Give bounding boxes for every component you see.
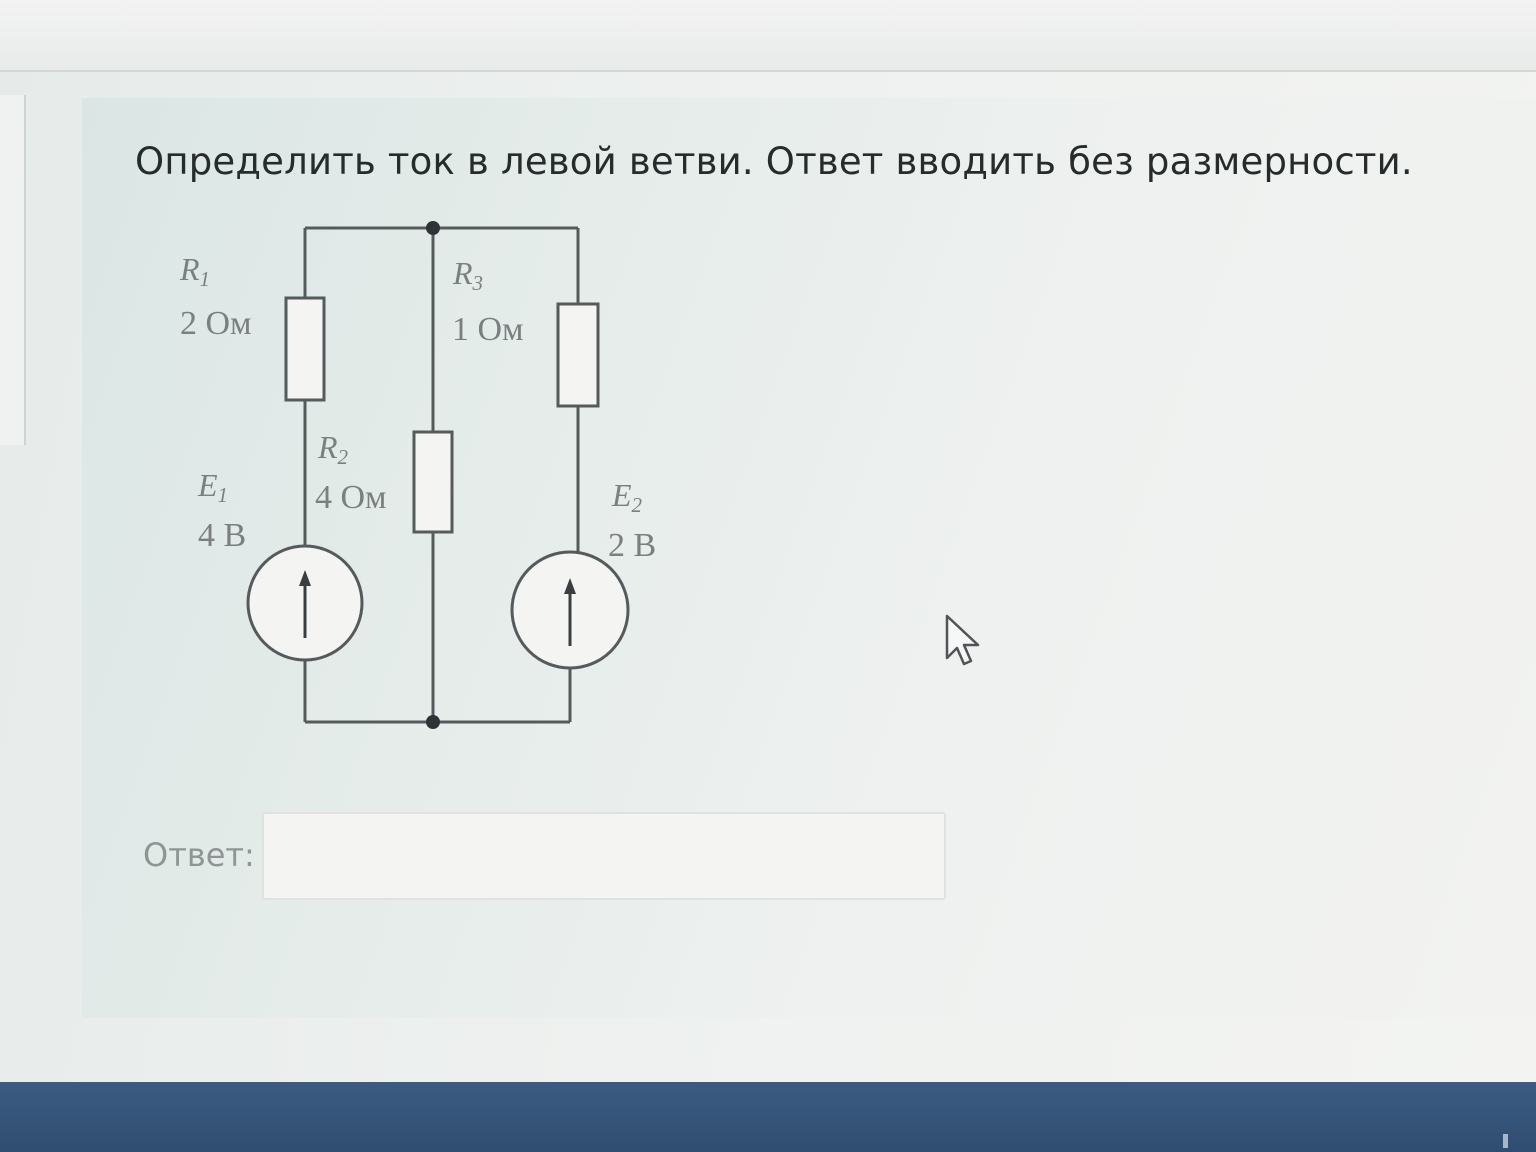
node-top bbox=[426, 221, 440, 235]
label-r3-name: R3 bbox=[452, 255, 483, 295]
mouse-pointer-icon bbox=[945, 614, 980, 666]
label-e1-name: E1 bbox=[197, 467, 228, 507]
label-r1-value: 2 Ом bbox=[180, 305, 252, 342]
taskbar bbox=[0, 1082, 1536, 1152]
side-panel-edge bbox=[0, 95, 26, 445]
browser-top-bar bbox=[0, 0, 1536, 72]
answer-label: Ответ: bbox=[143, 836, 255, 874]
label-r3-value: 1 Ом bbox=[452, 311, 524, 348]
circuit-diagram: R1 2 Ом R2 4 Ом R3 1 Ом E1 4 В E2 2 В bbox=[179, 221, 656, 729]
label-e2-value: 2 В bbox=[608, 527, 656, 564]
resistor-r2 bbox=[412, 430, 454, 534]
label-r1-name: R1 bbox=[179, 251, 210, 291]
label-r2-value: 4 Ом bbox=[315, 479, 387, 516]
source-e1 bbox=[246, 544, 364, 662]
node-bottom bbox=[426, 715, 440, 729]
source-e2 bbox=[510, 550, 630, 670]
resistor-r1 bbox=[284, 296, 326, 402]
taskbar-corner-mark bbox=[1503, 1134, 1508, 1148]
resistor-r3 bbox=[556, 302, 600, 408]
label-e2-name: E2 bbox=[611, 477, 643, 517]
question-text: Определить ток в левой ветви. Ответ ввод… bbox=[135, 140, 1413, 183]
label-e1-value: 4 В bbox=[198, 517, 246, 554]
answer-input[interactable] bbox=[262, 812, 946, 900]
label-r2-name: R2 bbox=[317, 429, 349, 469]
